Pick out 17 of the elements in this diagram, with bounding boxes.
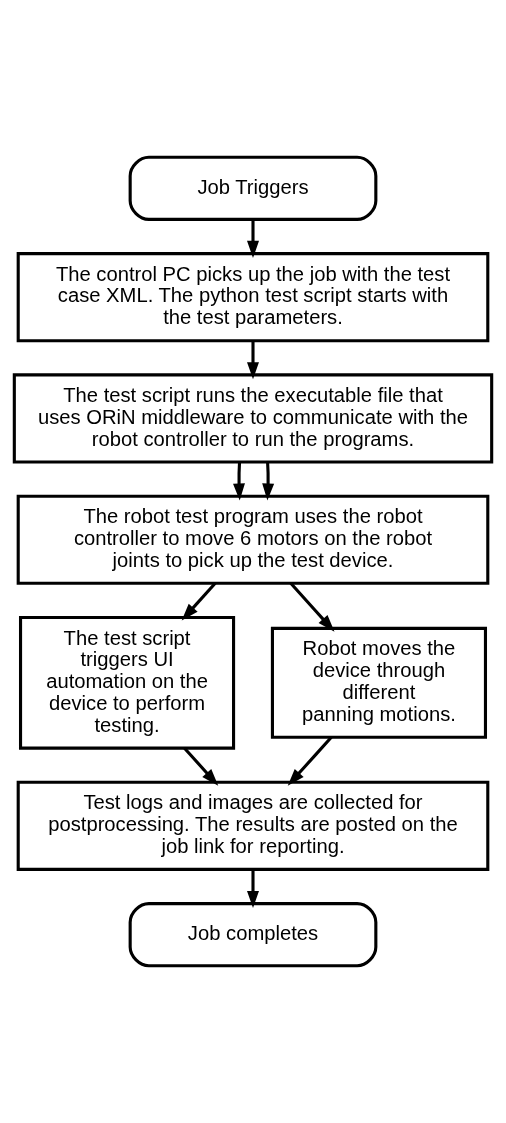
- arrow: [181, 582, 217, 621]
- node-box: Job completes: [128, 902, 378, 968]
- node-box: Robot moves the device through different panning motions.: [270, 626, 487, 739]
- arrow: [247, 869, 259, 909]
- node-box: The test script runs the executable file that uses ORiN middleware to communicate with the robot controller to run the programs.: [12, 373, 494, 464]
- node-box: Job Triggers: [128, 155, 378, 221]
- node-box: Test logs and images are collected for postprocessing. The results are posted on the job link for reporting.: [16, 780, 490, 871]
- arrow: [289, 582, 335, 632]
- node-box: The control PC picks up the job with the test case XML. The python test script starts with the test parameters.: [16, 252, 490, 343]
- arrow: [183, 747, 219, 786]
- arrow: [262, 461, 275, 501]
- arrow: [247, 340, 259, 380]
- node-box: The robot test program uses the robot controller to move 6 motors on the robot joints to pick up the test device.: [16, 494, 490, 585]
- arrow: [287, 736, 333, 786]
- arrow: [247, 219, 259, 258]
- arrow: [233, 461, 245, 501]
- node-box: The test script triggers UI automation on the device to perform testing.: [19, 615, 236, 750]
